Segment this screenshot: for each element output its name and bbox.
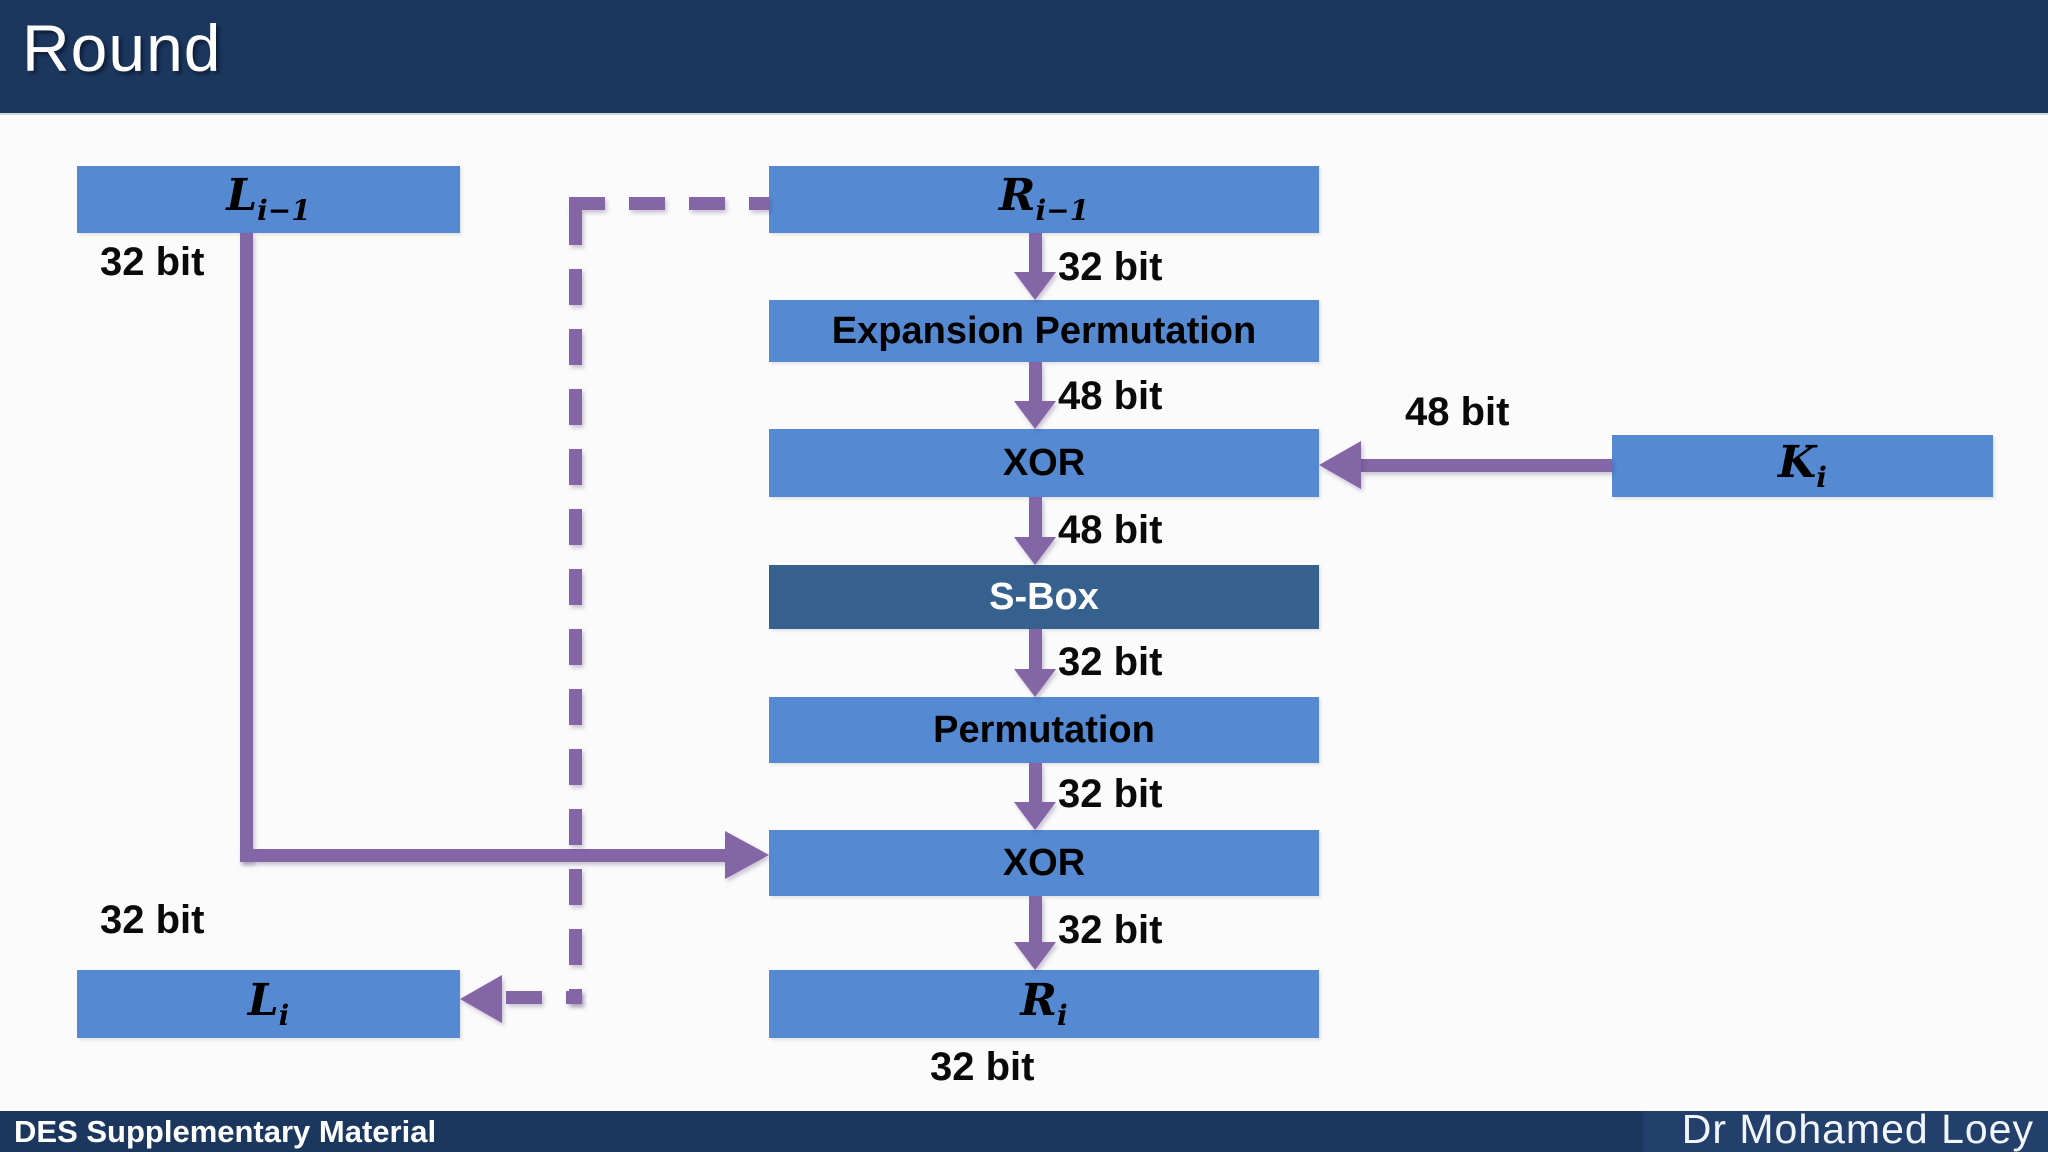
arrow-shaft xyxy=(240,233,253,862)
footer-right-panel xyxy=(1643,1111,2048,1152)
arrow-shaft xyxy=(1029,362,1042,401)
box-permutation-label: Permutation xyxy=(933,708,1155,751)
box-l-cur-label: Li xyxy=(247,974,290,1032)
box-r-prev-label: Ri−1 xyxy=(998,170,1090,227)
bit-label-l-prev: 32 bit xyxy=(100,240,205,284)
arrowhead-down-icon xyxy=(1014,669,1056,697)
bit-label-key-out: 48 bit xyxy=(1405,390,1510,434)
box-expansion-permutation: Expansion Permutation xyxy=(769,300,1319,362)
bit-label-xor1-out: 48 bit xyxy=(1058,508,1163,552)
box-key-label: Ki xyxy=(1778,436,1827,494)
box-sbox-label: S-Box xyxy=(989,575,1099,618)
box-xor1: XOR xyxy=(769,429,1319,497)
arrowhead-left-icon xyxy=(460,975,502,1023)
box-r-cur: Ri xyxy=(769,970,1319,1038)
arrow-shaft xyxy=(1029,763,1042,802)
box-l-cur: Li xyxy=(77,970,460,1038)
box-xor1-label: XOR xyxy=(1002,441,1086,484)
box-key: Ki xyxy=(1612,435,1993,497)
box-sbox: S-Box xyxy=(769,565,1319,629)
arrowhead-down-icon xyxy=(1014,802,1056,830)
footer-bar xyxy=(0,1111,2048,1152)
box-xor2: XOR xyxy=(769,830,1319,896)
arrowhead-down-icon xyxy=(1014,537,1056,565)
bit-label-r-prev-out: 32 bit xyxy=(1058,245,1163,289)
dashed-arrow-segment xyxy=(506,991,582,1004)
arrowhead-down-icon xyxy=(1014,401,1056,429)
arrow-shaft xyxy=(1029,629,1042,669)
bit-label-permutation-out: 32 bit xyxy=(1058,772,1163,816)
bit-label-sbox-out: 32 bit xyxy=(1058,640,1163,684)
box-r-cur-label: Ri xyxy=(1020,974,1068,1032)
footer-left-text: DES Supplementary Material xyxy=(14,1114,437,1149)
arrow-shaft xyxy=(1029,497,1042,537)
box-permutation: Permutation xyxy=(769,697,1319,763)
arrowhead-right-icon xyxy=(725,831,769,879)
footer-author-text: Dr Mohamed Loey xyxy=(1681,1106,2034,1152)
bit-label-xor2-out: 32 bit xyxy=(1058,908,1163,952)
arrow-shaft xyxy=(1361,459,1612,472)
dashed-arrow-segment xyxy=(569,197,769,210)
arrow-shaft xyxy=(1029,896,1042,942)
slide-title: Round xyxy=(22,11,222,85)
box-expansion-permutation-label: Expansion Permutation xyxy=(831,309,1257,352)
bit-label-l-cur: 32 bit xyxy=(100,898,205,942)
box-r-prev: Ri−1 xyxy=(769,166,1319,233)
dashed-arrow-segment xyxy=(569,209,582,1004)
box-l-prev: Li−1 xyxy=(77,166,460,233)
box-xor2-label: XOR xyxy=(1002,841,1086,884)
arrow-shaft xyxy=(240,849,725,862)
arrowhead-down-icon xyxy=(1014,272,1056,300)
bit-label-r-cur: 32 bit xyxy=(930,1045,1035,1089)
box-l-prev-label: Li−1 xyxy=(226,170,311,227)
header-bar: Round xyxy=(0,0,2048,115)
arrowhead-left-icon xyxy=(1319,441,1361,489)
bit-label-expansion-out: 48 bit xyxy=(1058,374,1163,418)
arrowhead-down-icon xyxy=(1014,942,1056,970)
arrow-shaft xyxy=(1029,233,1042,272)
